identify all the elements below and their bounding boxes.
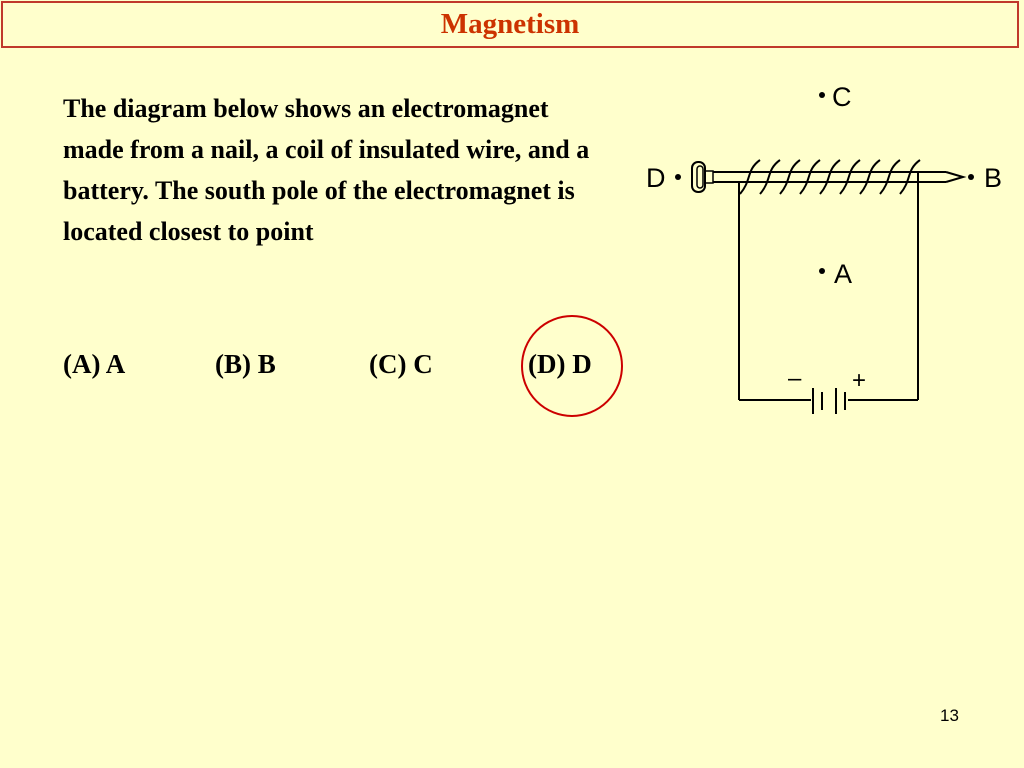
point-b-dot [968, 174, 974, 180]
battery [812, 388, 846, 414]
point-d-label: D [646, 163, 666, 193]
question-text: The diagram below shows an electromagnet… [63, 94, 590, 246]
title-bar: Magnetism [1, 1, 1019, 48]
nail-head [691, 161, 714, 193]
slide-title: Magnetism [440, 8, 580, 40]
correct-answer-circle [521, 315, 623, 417]
point-a-label: A [834, 259, 852, 289]
circuit-wire [738, 172, 919, 401]
choice-a[interactable]: (A) A [63, 349, 126, 379]
point-c-label: C [832, 82, 852, 112]
battery-negative-label: – [788, 365, 802, 392]
page-number: 13 [940, 706, 959, 725]
point-c-dot [819, 92, 825, 98]
point-a-dot [819, 268, 825, 274]
wire-coil [739, 159, 921, 195]
point-b-label: B [984, 163, 1002, 193]
point-d-dot [675, 174, 681, 180]
choice-b[interactable]: (B) B [215, 349, 276, 379]
electromagnet-diagram: C D B – + [646, 82, 1002, 414]
choice-c[interactable]: (C) C [369, 349, 433, 379]
battery-positive-label: + [852, 367, 866, 394]
